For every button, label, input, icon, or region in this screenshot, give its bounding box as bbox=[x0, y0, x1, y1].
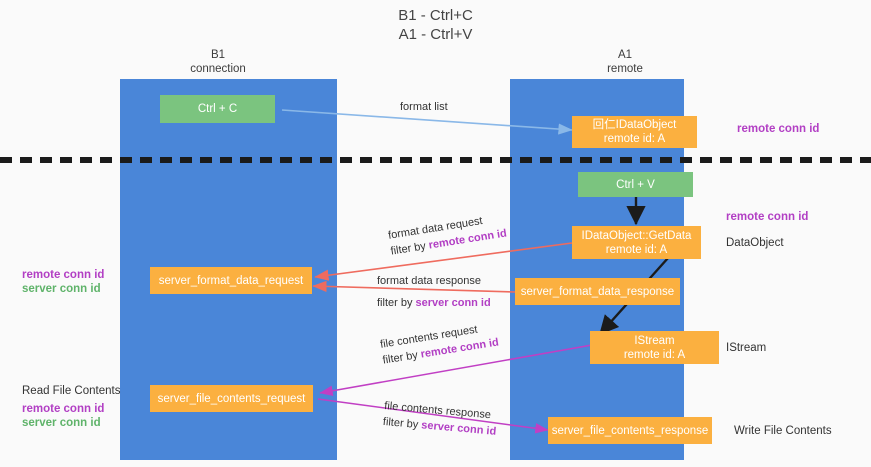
left-label-server-conn-id-1: server conn id bbox=[22, 283, 101, 295]
ctrl-v-box[interactable]: Ctrl + V bbox=[578, 172, 693, 197]
edge-file-contents-request-label: file contents request filter by remote c… bbox=[379, 319, 500, 369]
edge-filter-server-conn-id-2: server conn id bbox=[420, 419, 497, 438]
istream-box[interactable]: IStream remote id: A bbox=[590, 331, 719, 364]
right-label-istream: IStream bbox=[726, 342, 767, 354]
right-label-write-file: Write File Contents bbox=[734, 425, 832, 437]
edge-format-list-line1: format list bbox=[400, 101, 448, 113]
edge-filter-prefix-2: filter by bbox=[377, 297, 416, 309]
left-label-remote-conn-id-1: remote conn id bbox=[22, 269, 105, 281]
edge-format-data-response-line1: format data response bbox=[377, 275, 481, 287]
server-file-contents-response-box[interactable]: server_file_contents_response bbox=[548, 417, 712, 444]
edge-format-data-request-label: format data request filter by remote con… bbox=[387, 210, 508, 260]
edge-format-data-response-label: format data response filter by server co… bbox=[377, 273, 491, 311]
edge-format-data-response-line2: filter by server conn id bbox=[377, 295, 491, 311]
edge-format-list-label: format list bbox=[400, 99, 448, 115]
diagram-title: B1 - Ctrl+C A1 - Ctrl+V bbox=[398, 7, 473, 43]
idataobject-getdata-box[interactable]: IDataObject::GetData remote id: A bbox=[572, 226, 701, 259]
edge-filter-prefix-3: filter by bbox=[381, 348, 422, 367]
left-label-read-file: Read File Contents bbox=[22, 385, 121, 397]
phase-separator bbox=[0, 157, 871, 163]
left-label-server-conn-id-2: server conn id bbox=[22, 417, 101, 429]
ctrl-c-box[interactable]: Ctrl + C bbox=[160, 95, 275, 123]
right-label-dataobject: DataObject bbox=[726, 237, 784, 249]
right-label-remote-conn-id-1: remote conn id bbox=[737, 123, 820, 135]
server-file-contents-request-box[interactable]: server_file_contents_request bbox=[150, 385, 313, 412]
column-header-b1: B1 connection bbox=[190, 49, 246, 75]
column-header-a1: A1 remote bbox=[607, 49, 643, 75]
edge-file-contents-response-label: file contents response filter by server … bbox=[382, 398, 498, 440]
edge-filter-server-conn-id: server conn id bbox=[415, 297, 491, 309]
right-label-remote-conn-id-2: remote conn id bbox=[726, 211, 809, 223]
edge-filter-prefix-4: filter by bbox=[382, 415, 422, 432]
edge-filter-prefix: filter by bbox=[389, 239, 430, 258]
server-format-data-request-box[interactable]: server_format_data_request bbox=[150, 267, 312, 294]
left-label-remote-conn-id-2: remote conn id bbox=[22, 403, 105, 415]
server-format-data-response-box[interactable]: server_format_data_response bbox=[515, 278, 680, 305]
idataobject-box[interactable]: 回仁IDataObject remote id: A bbox=[572, 116, 697, 148]
